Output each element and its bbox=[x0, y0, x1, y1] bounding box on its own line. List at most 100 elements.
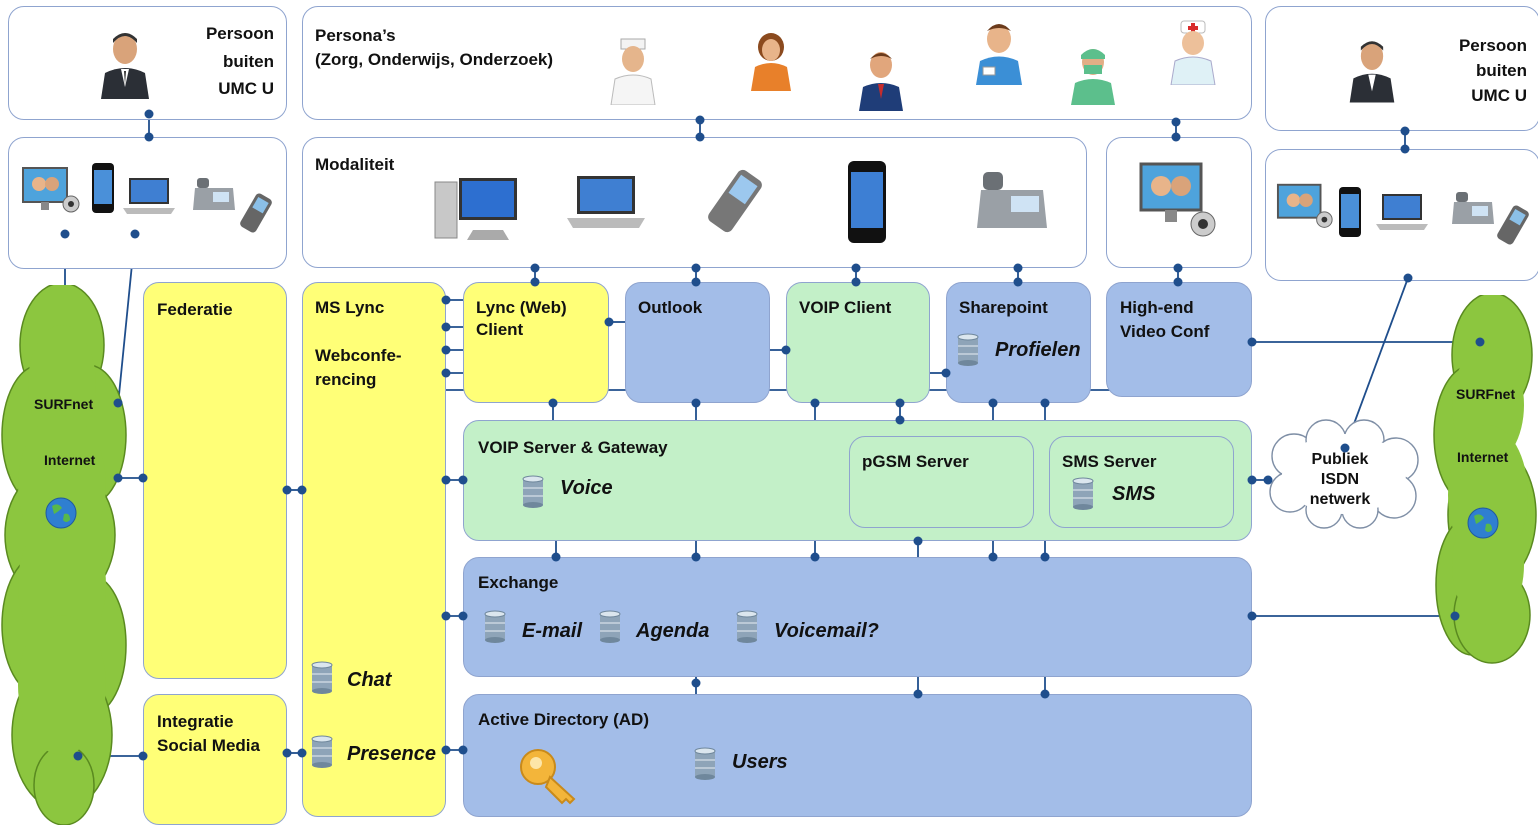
database-icon bbox=[311, 735, 333, 768]
video-call-monitor-icon bbox=[22, 167, 80, 213]
devices-right-box bbox=[1265, 149, 1538, 281]
database-icon bbox=[484, 610, 506, 643]
internet-cloud-right bbox=[1433, 295, 1537, 664]
personas-title: Persona’s bbox=[315, 26, 396, 45]
sharepoint-box: Sharepoint Profielen bbox=[946, 282, 1091, 403]
exchange-box: Exchange E-mail Agenda Voicemail? bbox=[463, 557, 1252, 677]
devices-left-box bbox=[8, 137, 287, 269]
lync-client-line1: Lync (Web) bbox=[476, 298, 567, 317]
federatie-box: Federatie bbox=[143, 282, 287, 679]
isdn-line2: ISDN bbox=[1320, 471, 1360, 488]
mobile-phone-icon bbox=[708, 169, 762, 233]
person-right-line2: buiten bbox=[1476, 61, 1527, 80]
personas-box: Persona’s (Zorg, Onderwijs, Onderzoek) bbox=[302, 6, 1252, 120]
modaliteit-box: Modaliteit bbox=[302, 137, 1087, 268]
desk-phone-icon bbox=[1452, 192, 1494, 224]
outlook-box: Outlook bbox=[625, 282, 770, 403]
sms-server-title: SMS Server bbox=[1062, 452, 1157, 471]
key-icon bbox=[520, 749, 576, 805]
nurse-icon bbox=[1170, 20, 1216, 85]
person-outside-right-box: Persoon buiten UMC U bbox=[1265, 6, 1538, 131]
woman-writing-icon bbox=[751, 33, 791, 91]
isdn-line3: netwerk bbox=[1309, 491, 1371, 508]
database-icon bbox=[599, 610, 621, 643]
integratie-line1: Integratie bbox=[157, 712, 234, 731]
mobile-phone-icon bbox=[240, 193, 272, 233]
database-icon bbox=[522, 475, 544, 508]
voip-client-title: VOIP Client bbox=[799, 298, 892, 317]
ms-lync-box: MS Lync Webconfe- rencing Chat Presence bbox=[302, 282, 446, 817]
voip-server-title: VOIP Server & Gateway bbox=[478, 438, 668, 457]
smartphone-icon bbox=[92, 163, 114, 213]
mobile-phone-icon bbox=[1497, 205, 1529, 245]
ms-lync-sub2: rencing bbox=[315, 370, 377, 389]
database-icon bbox=[694, 747, 716, 780]
laptop-icon bbox=[1376, 194, 1428, 230]
surgeon-icon bbox=[1071, 49, 1115, 105]
outlook-title: Outlook bbox=[638, 298, 703, 317]
desk-phone-icon bbox=[193, 178, 235, 210]
sharepoint-db-label: Profielen bbox=[995, 339, 1081, 361]
desk-phone-icon bbox=[977, 172, 1047, 228]
person-left-line2: buiten bbox=[223, 52, 274, 71]
pgsm-server-box: pGSM Server bbox=[849, 436, 1034, 528]
voip-client-box: VOIP Client bbox=[786, 282, 930, 403]
patient-badge-icon bbox=[976, 24, 1022, 85]
lync-client-line2: Client bbox=[476, 320, 524, 339]
video-call-monitor-icon bbox=[1276, 183, 1333, 228]
smartphone-icon bbox=[848, 161, 886, 243]
man-suit-icon bbox=[859, 52, 903, 111]
globe-icon bbox=[45, 497, 77, 529]
globe-icon bbox=[1467, 507, 1499, 539]
ms-lync-sub1: Webconfe- bbox=[315, 346, 402, 365]
video-device-box bbox=[1106, 137, 1252, 268]
voip-server-box: VOIP Server & Gateway Voice pGSM Server … bbox=[463, 420, 1252, 541]
highend-line2: Video Conf bbox=[1120, 322, 1210, 341]
integratie-box: Integratie Social Media bbox=[143, 694, 287, 825]
agenda-db-label: Agenda bbox=[636, 620, 710, 642]
ms-lync-title: MS Lync bbox=[315, 298, 385, 317]
person-left-line1: Persoon bbox=[205, 24, 274, 43]
person-right-line1: Persoon bbox=[1458, 36, 1527, 55]
voicemail-db-label: Voicemail? bbox=[774, 620, 879, 642]
video-call-monitor-icon bbox=[1139, 162, 1216, 237]
federatie-title: Federatie bbox=[157, 300, 233, 319]
email-db-label: E-mail bbox=[522, 620, 583, 642]
users-db-label: Users bbox=[732, 751, 788, 773]
modaliteit-title: Modaliteit bbox=[315, 155, 395, 174]
database-icon bbox=[311, 661, 333, 694]
integratie-line2: Social Media bbox=[157, 736, 260, 755]
highend-line1: High-end bbox=[1120, 298, 1194, 317]
sharepoint-title: Sharepoint bbox=[959, 298, 1048, 317]
isdn-cloud bbox=[1269, 419, 1419, 529]
internet-cloud-left bbox=[1, 285, 127, 825]
sms-db-label: SMS bbox=[1112, 483, 1156, 505]
ad-title: Active Directory (AD) bbox=[478, 710, 649, 729]
isdn-line1: Publiek bbox=[1311, 451, 1369, 468]
database-icon bbox=[1072, 477, 1094, 510]
desktop-computer-icon bbox=[434, 178, 517, 240]
lync-chat-label: Chat bbox=[347, 669, 392, 691]
sms-server-box: SMS Server SMS bbox=[1049, 436, 1234, 528]
cloud-right-surfnet: SURFnet bbox=[1456, 386, 1516, 402]
voice-db-label: Voice bbox=[560, 477, 613, 499]
database-icon bbox=[957, 333, 979, 366]
highend-videoconf-box: High-end Video Conf bbox=[1106, 282, 1252, 397]
smartphone-icon bbox=[1339, 187, 1361, 237]
cloud-right-internet: Internet bbox=[1457, 449, 1509, 465]
database-icon bbox=[736, 610, 758, 643]
businessman-icon bbox=[1349, 41, 1395, 103]
businessman-icon bbox=[101, 33, 149, 99]
laptop-icon bbox=[567, 176, 645, 228]
exchange-title: Exchange bbox=[478, 573, 559, 592]
person-right-line3: UMC U bbox=[1471, 86, 1527, 105]
active-directory-box: Active Directory (AD) Users bbox=[463, 694, 1252, 817]
personas-subtitle: (Zorg, Onderwijs, Onderzoek) bbox=[315, 50, 554, 69]
lync-presence-label: Presence bbox=[347, 743, 436, 765]
laptop-icon bbox=[123, 178, 175, 214]
person-outside-left-box: Persoon buiten UMC U bbox=[8, 6, 287, 120]
person-left-line3: UMC U bbox=[218, 79, 274, 98]
lync-client-box: Lync (Web) Client bbox=[463, 282, 609, 403]
pgsm-title: pGSM Server bbox=[862, 452, 969, 471]
cloud-left-internet: Internet bbox=[44, 452, 96, 468]
